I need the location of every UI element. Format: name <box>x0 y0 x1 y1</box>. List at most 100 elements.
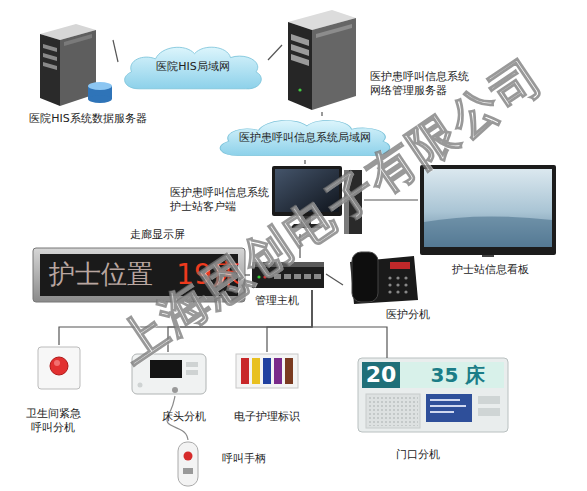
node-label: 床头分机 <box>156 410 212 424</box>
medical-phone-part <box>388 283 391 286</box>
data-server-tower-part <box>64 34 92 46</box>
management-server-tower-part <box>298 88 301 91</box>
bedside-unit-part <box>186 370 198 375</box>
node-label: 医护患呼叫信息系统 护士站客户端 <box>170 186 273 214</box>
door-unit-part <box>366 394 420 428</box>
connector-line <box>304 160 305 164</box>
connector-line <box>321 112 322 116</box>
bed-number: 35 床 <box>418 362 498 388</box>
node-label: 护士站信息看板 <box>440 263 540 277</box>
medical-phone-part <box>396 276 399 279</box>
call-handle-part <box>183 468 193 474</box>
emergency-call-unit-part <box>54 360 60 366</box>
management-server-tower-part <box>291 44 309 56</box>
management-server-tower-part <box>291 34 309 46</box>
management-server-tower-part <box>291 54 309 66</box>
emergency-call-unit: 卫生间紧急 呼叫分机 <box>36 345 82 391</box>
emergency-call-unit-part <box>38 347 80 389</box>
led-text: 护士位置 <box>45 258 157 291</box>
data-server-tower-part <box>43 53 57 61</box>
door-unit-part <box>426 394 472 422</box>
call-handle: 呼叫手柄 <box>170 440 204 488</box>
database-cylinder-part <box>88 95 112 103</box>
door-unit-part <box>478 408 500 416</box>
info-board-screen <box>420 165 556 257</box>
connector-line <box>268 45 282 60</box>
emergency-call-unit <box>38 347 80 389</box>
management-server-tower-part <box>312 18 356 110</box>
node-label: 医院HIS局域网 <box>118 60 268 74</box>
management-server: 医护患呼叫信息系统 网络管理服务器 <box>282 8 360 112</box>
node-label: 医护患呼叫信息系统局域网 <box>212 131 398 145</box>
door-unit-part <box>368 396 418 426</box>
network-cloud: 医院HIS局域网 <box>118 42 268 94</box>
node-label: 电子护理标识 <box>231 410 303 424</box>
management-host-part <box>304 274 311 279</box>
connector-line <box>326 274 343 285</box>
nursing-sign-panel-part <box>285 358 293 384</box>
info-board: 护士站信息看板 <box>418 163 558 257</box>
door-unit-part <box>478 396 500 404</box>
connector-line <box>113 40 118 62</box>
call-handle-part <box>184 452 193 461</box>
management-host-part <box>294 274 301 279</box>
call-handle <box>178 442 198 486</box>
node-label: 医护分机 <box>383 308 433 322</box>
medical-phone-part <box>404 290 407 293</box>
node-label: 卫生间紧急 呼叫分机 <box>24 407 82 435</box>
room-number: 20 <box>362 362 400 388</box>
info-board-screen-part <box>424 216 552 247</box>
management-host-part <box>314 274 321 279</box>
node-label: 门口分机 <box>388 448 448 462</box>
info-board-screen-part <box>424 169 552 247</box>
medical-phone-part <box>396 283 399 286</box>
medical-phone-part <box>404 283 407 286</box>
data-server-tower-part <box>43 62 57 70</box>
door-unit-part <box>362 362 400 388</box>
bedside-unit-part <box>172 387 178 393</box>
node-label: 走廊显示屏 <box>117 228 197 242</box>
door-unit: 2035 床门口分机 <box>358 358 508 432</box>
data-server-tower-part <box>40 34 60 106</box>
door-unit-part <box>430 405 466 407</box>
door-unit-part <box>358 358 508 432</box>
nursing-sign-panel-part <box>274 358 282 384</box>
database-cylinder <box>88 82 112 103</box>
medical-phone-part <box>396 290 399 293</box>
nursing-sign-panel <box>236 354 298 388</box>
node-label: 呼叫手柄 <box>216 452 272 466</box>
connector-line <box>312 290 387 358</box>
emergency-call-unit-part <box>50 357 68 375</box>
database-cylinder-part <box>88 82 112 90</box>
node-label: 医院HIS系统数据服务器 <box>8 112 168 126</box>
medical-phone-part <box>404 276 407 279</box>
nursing-sign-panel-part <box>236 354 298 388</box>
call-handle-part <box>178 442 198 486</box>
nursing-sign-panel-part <box>252 358 260 384</box>
medical-phone-part <box>388 276 391 279</box>
medical-phone-part <box>390 262 410 269</box>
nursing-sign: 电子护理标识 <box>234 352 300 390</box>
bedside-unit-part <box>138 383 143 388</box>
medical-phone-part <box>352 252 378 302</box>
data-server-tower <box>40 24 96 106</box>
nursing-sign-panel-part <box>263 358 271 384</box>
info-board-screen-part <box>420 165 556 255</box>
data-server: 医院HIS系统数据服务器 <box>33 22 113 108</box>
door-unit-part <box>430 399 460 401</box>
management-server-tower-part <box>288 22 312 110</box>
management-server-tower <box>288 10 356 110</box>
medical-phone: 医护分机 <box>343 248 419 306</box>
door-unit <box>358 358 508 432</box>
info-board-screen-part <box>482 255 494 257</box>
bedside-unit-part <box>186 362 198 367</box>
nursing-sign-panel-part <box>241 358 249 384</box>
medical-phone-part <box>388 290 391 293</box>
node-label: 管理主机 <box>252 294 302 308</box>
door-unit-part <box>400 362 504 388</box>
management-server-tower-part <box>316 24 352 38</box>
medical-phone <box>350 252 418 304</box>
data-server-tower-part <box>43 44 57 52</box>
door-unit-part <box>430 411 454 413</box>
